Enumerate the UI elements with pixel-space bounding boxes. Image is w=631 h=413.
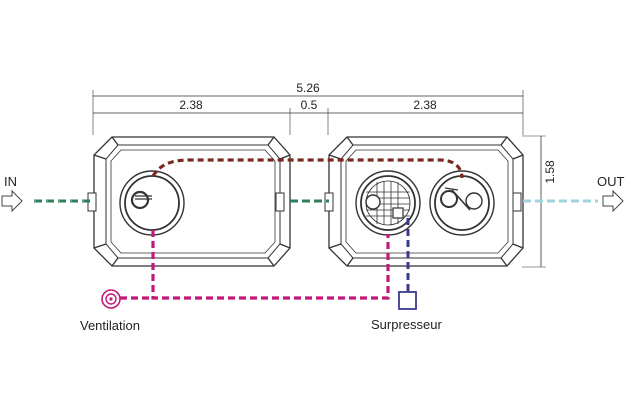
outlet-manhole-icon	[429, 170, 495, 236]
ventilation-icon	[101, 289, 121, 309]
outlet-label: OUT	[597, 174, 625, 189]
dimension-segments: 2.38 0.5 2.38	[93, 98, 523, 135]
air-return-line	[151, 158, 464, 179]
dimension-total-label: 5.26	[296, 81, 320, 95]
left-manhole-icon	[119, 170, 185, 236]
left-tank	[87, 136, 291, 267]
dimension-height-label: 1.58	[543, 160, 557, 184]
ventilation-line	[151, 230, 390, 300]
ventilation-label: Ventilation	[80, 318, 140, 333]
aeration-grid-icon	[355, 170, 421, 236]
right-tank	[324, 136, 524, 267]
dimension-right-tank-label: 2.38	[413, 98, 437, 112]
blower-icon	[398, 291, 417, 310]
outlet-arrow-icon	[602, 189, 624, 213]
blower-label: Surpresseur	[371, 317, 442, 332]
inlet-label: IN	[4, 174, 17, 189]
inlet-arrow-icon	[1, 189, 23, 213]
dimension-total: 5.26	[92, 81, 524, 135]
dimension-left-tank-label: 2.38	[179, 98, 203, 112]
dimension-gap-label: 0.5	[301, 98, 318, 112]
